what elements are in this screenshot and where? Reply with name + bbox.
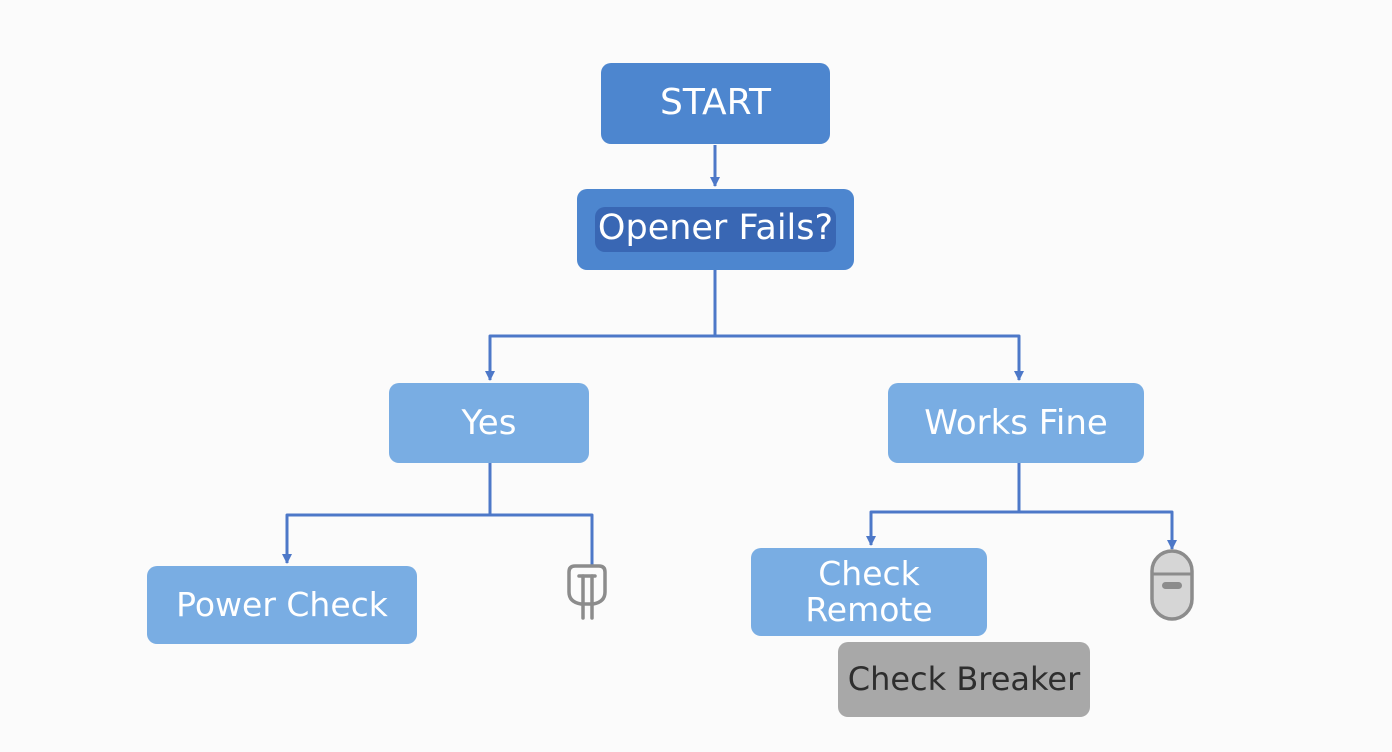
connector-works-fine-to-check-remote [866, 463, 1021, 546]
check-remote-node: Check Remote [751, 548, 987, 636]
power-check-node: Power Check [147, 566, 417, 644]
start-node: START [601, 63, 830, 144]
start-label: START [659, 82, 772, 124]
decision-node: Opener Fails? [577, 189, 854, 270]
check-breaker-label: Check Breaker [847, 660, 1081, 699]
connector-decision-to-works-fine [715, 334, 1024, 381]
connector-yes-to-plug [490, 513, 594, 566]
connector-yes-to-power-check [282, 463, 492, 564]
check-remote-label-line-1: Check [818, 554, 920, 594]
power-check-label: Power Check [176, 585, 388, 625]
yes-label: Yes [461, 402, 517, 443]
connector-works-fine-to-remote [1019, 510, 1177, 550]
check-remote-label-line-2: Remote [805, 590, 933, 629]
yes-node: Yes [389, 383, 589, 463]
works-fine-node: Works Fine [888, 383, 1144, 463]
connector-decision-to-yes [485, 270, 717, 381]
decision-label: Opener Fails? [594, 206, 837, 253]
plug-icon [567, 564, 607, 620]
works-fine-label: Works Fine [924, 402, 1108, 443]
remote-icon [1150, 549, 1194, 621]
check-breaker-node: Check Breaker [838, 642, 1090, 717]
